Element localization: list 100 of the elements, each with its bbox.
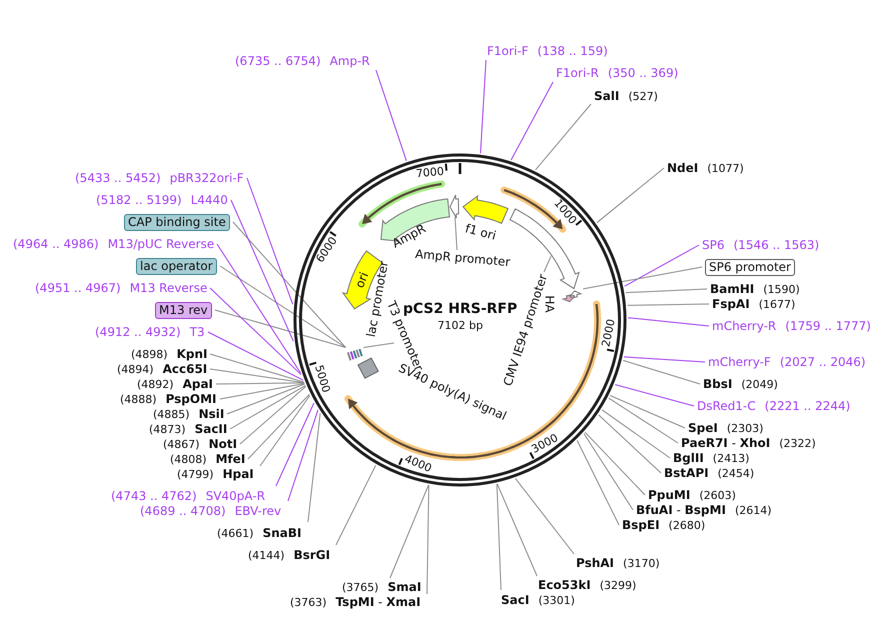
primer-label: F1ori-F (138 .. 159) bbox=[487, 44, 608, 58]
leader-line bbox=[582, 266, 702, 290]
leader-line bbox=[210, 288, 302, 376]
leader-line bbox=[583, 433, 634, 510]
primer-label: mCherry-F (2027 .. 2046) bbox=[708, 354, 866, 370]
restriction-site-label: BspEI (2680) bbox=[622, 518, 706, 532]
restriction-site-label: (4885) NsiI bbox=[153, 406, 224, 422]
restriction-site-label: (4799) HpaI bbox=[177, 466, 254, 482]
leader-line bbox=[226, 384, 306, 414]
restriction-site-label: (4898) KpnI bbox=[131, 346, 208, 362]
restriction-site-label: (4808) MfeI bbox=[170, 452, 246, 466]
restriction-site-label: SacI (3301) bbox=[501, 592, 575, 608]
leader-line bbox=[232, 222, 346, 348]
leader-line bbox=[496, 483, 502, 590]
leader-line bbox=[220, 383, 305, 400]
leader-line bbox=[230, 200, 294, 342]
leader-line bbox=[535, 104, 592, 170]
leader-line bbox=[480, 60, 486, 154]
leader-line bbox=[210, 368, 305, 384]
restriction-site-label: PaeR7I - XhoI (2322) bbox=[681, 436, 816, 450]
leader-line bbox=[240, 386, 306, 444]
leader-line bbox=[626, 304, 710, 306]
plasmid-size: 7102 bp bbox=[438, 319, 483, 333]
leader-line bbox=[625, 288, 708, 294]
restriction-site-label: (4144) BsrGI bbox=[248, 548, 330, 562]
leader-line bbox=[544, 256, 552, 272]
primer-label: mCherry-R (1759 .. 1777) bbox=[712, 318, 871, 334]
restriction-site-label: BfuAI - BspMI (2614) bbox=[636, 502, 772, 518]
scale-label: 4000 bbox=[402, 452, 434, 476]
leader-line bbox=[276, 402, 314, 486]
feature-tag: CAP binding site bbox=[124, 214, 230, 230]
leader-line bbox=[208, 332, 304, 381]
primer-label: (5182 .. 5199) L4440 bbox=[96, 192, 228, 208]
leader-line bbox=[248, 394, 310, 460]
leader-line bbox=[596, 168, 664, 224]
restriction-site-label: BstAPI (2454) bbox=[664, 466, 754, 480]
restriction-site-label: PpuMI (2603) bbox=[648, 488, 736, 502]
leader-line bbox=[622, 360, 700, 384]
restriction-site-label: BamHI (1590) bbox=[710, 282, 800, 296]
leader-line bbox=[628, 317, 710, 326]
scale-label: 5000 bbox=[311, 363, 333, 394]
leader-line bbox=[376, 70, 407, 162]
leader-line bbox=[216, 382, 305, 384]
feature-label: HA bbox=[542, 295, 556, 313]
restriction-site-label: (4894) Acc65I bbox=[117, 362, 208, 376]
restriction-site-label: (4867) NotI bbox=[163, 436, 238, 452]
leader-line bbox=[216, 244, 302, 374]
primer-label: (4951 .. 4967) M13 Reverse bbox=[35, 280, 208, 296]
restriction-site-label: (4888) PspOMI bbox=[120, 392, 217, 406]
leader-line bbox=[426, 484, 430, 594]
leader-line bbox=[614, 384, 694, 406]
feature-tag: lac operator bbox=[136, 258, 217, 274]
leader-line bbox=[608, 398, 678, 444]
restriction-site-label: SalI (527) bbox=[594, 88, 658, 104]
restriction-site-label: (4661) SnaBI bbox=[217, 526, 302, 540]
restriction-site-label: BglII (2413) bbox=[673, 450, 750, 466]
primer-label: (5433 .. 5452) pBR322ori-F bbox=[75, 170, 244, 186]
restriction-site-label: SpeI (2303) bbox=[688, 420, 764, 436]
leader-line bbox=[230, 385, 306, 430]
restriction-site-label: BbsI (2049) bbox=[703, 376, 778, 392]
primer-label: SP6 (1546 .. 1563) bbox=[702, 238, 820, 252]
feature-label: AmpR promoter bbox=[415, 246, 512, 270]
leader-line bbox=[510, 82, 554, 160]
leader-line bbox=[288, 409, 318, 502]
primer-label: F1ori-R (350 .. 369) bbox=[556, 66, 678, 80]
leader-line bbox=[598, 414, 662, 474]
restriction-site-label: (3765) SmaI bbox=[342, 580, 422, 594]
leader-line bbox=[602, 409, 670, 458]
restriction-site-label: (4873) SacII bbox=[149, 422, 228, 436]
leader-line bbox=[576, 440, 620, 526]
leader-line bbox=[214, 310, 346, 348]
leader-line bbox=[363, 342, 394, 348]
restriction-site-label: PshAI (3170) bbox=[576, 556, 660, 570]
leader-line bbox=[246, 178, 294, 305]
primer-label: (4689 .. 4708) EBV-rev bbox=[140, 504, 282, 518]
scale-label: 2000 bbox=[600, 318, 620, 348]
leader-line bbox=[390, 484, 429, 578]
restriction-site-label: (3763) TspMI - XmaI bbox=[290, 594, 421, 610]
primer-label: (4912 .. 4932) T3 bbox=[95, 324, 205, 340]
restriction-site-label: (4892) ApaI bbox=[137, 376, 214, 392]
scale-label: 7000 bbox=[415, 164, 444, 182]
leader-line bbox=[623, 356, 706, 362]
leader-line bbox=[210, 354, 304, 383]
leader-line bbox=[336, 464, 376, 546]
leader-line bbox=[308, 412, 321, 522]
feature-tag: SP6 promoter bbox=[705, 258, 795, 276]
feature-tag: M13 rev bbox=[155, 302, 212, 318]
leader-line bbox=[515, 478, 574, 554]
leader-line bbox=[624, 244, 700, 287]
feature-label: f1 ori bbox=[463, 221, 498, 243]
plasmid-name: pCS2 HRS-RFP bbox=[403, 301, 518, 317]
leader-line bbox=[454, 216, 458, 250]
restriction-site-label: NdeI (1077) bbox=[667, 160, 744, 176]
restriction-site-label: Eco53kI (3299) bbox=[538, 578, 636, 592]
primer-label: DsRed1-C (2221 .. 2244) bbox=[697, 398, 850, 414]
leader-line bbox=[610, 395, 686, 428]
primer-label: (4743 .. 4762) SV40pA-R bbox=[111, 488, 266, 504]
primer-label: (6735 .. 6754) Amp-R bbox=[235, 54, 370, 68]
leader-line bbox=[496, 483, 538, 576]
leader-line bbox=[584, 432, 646, 496]
